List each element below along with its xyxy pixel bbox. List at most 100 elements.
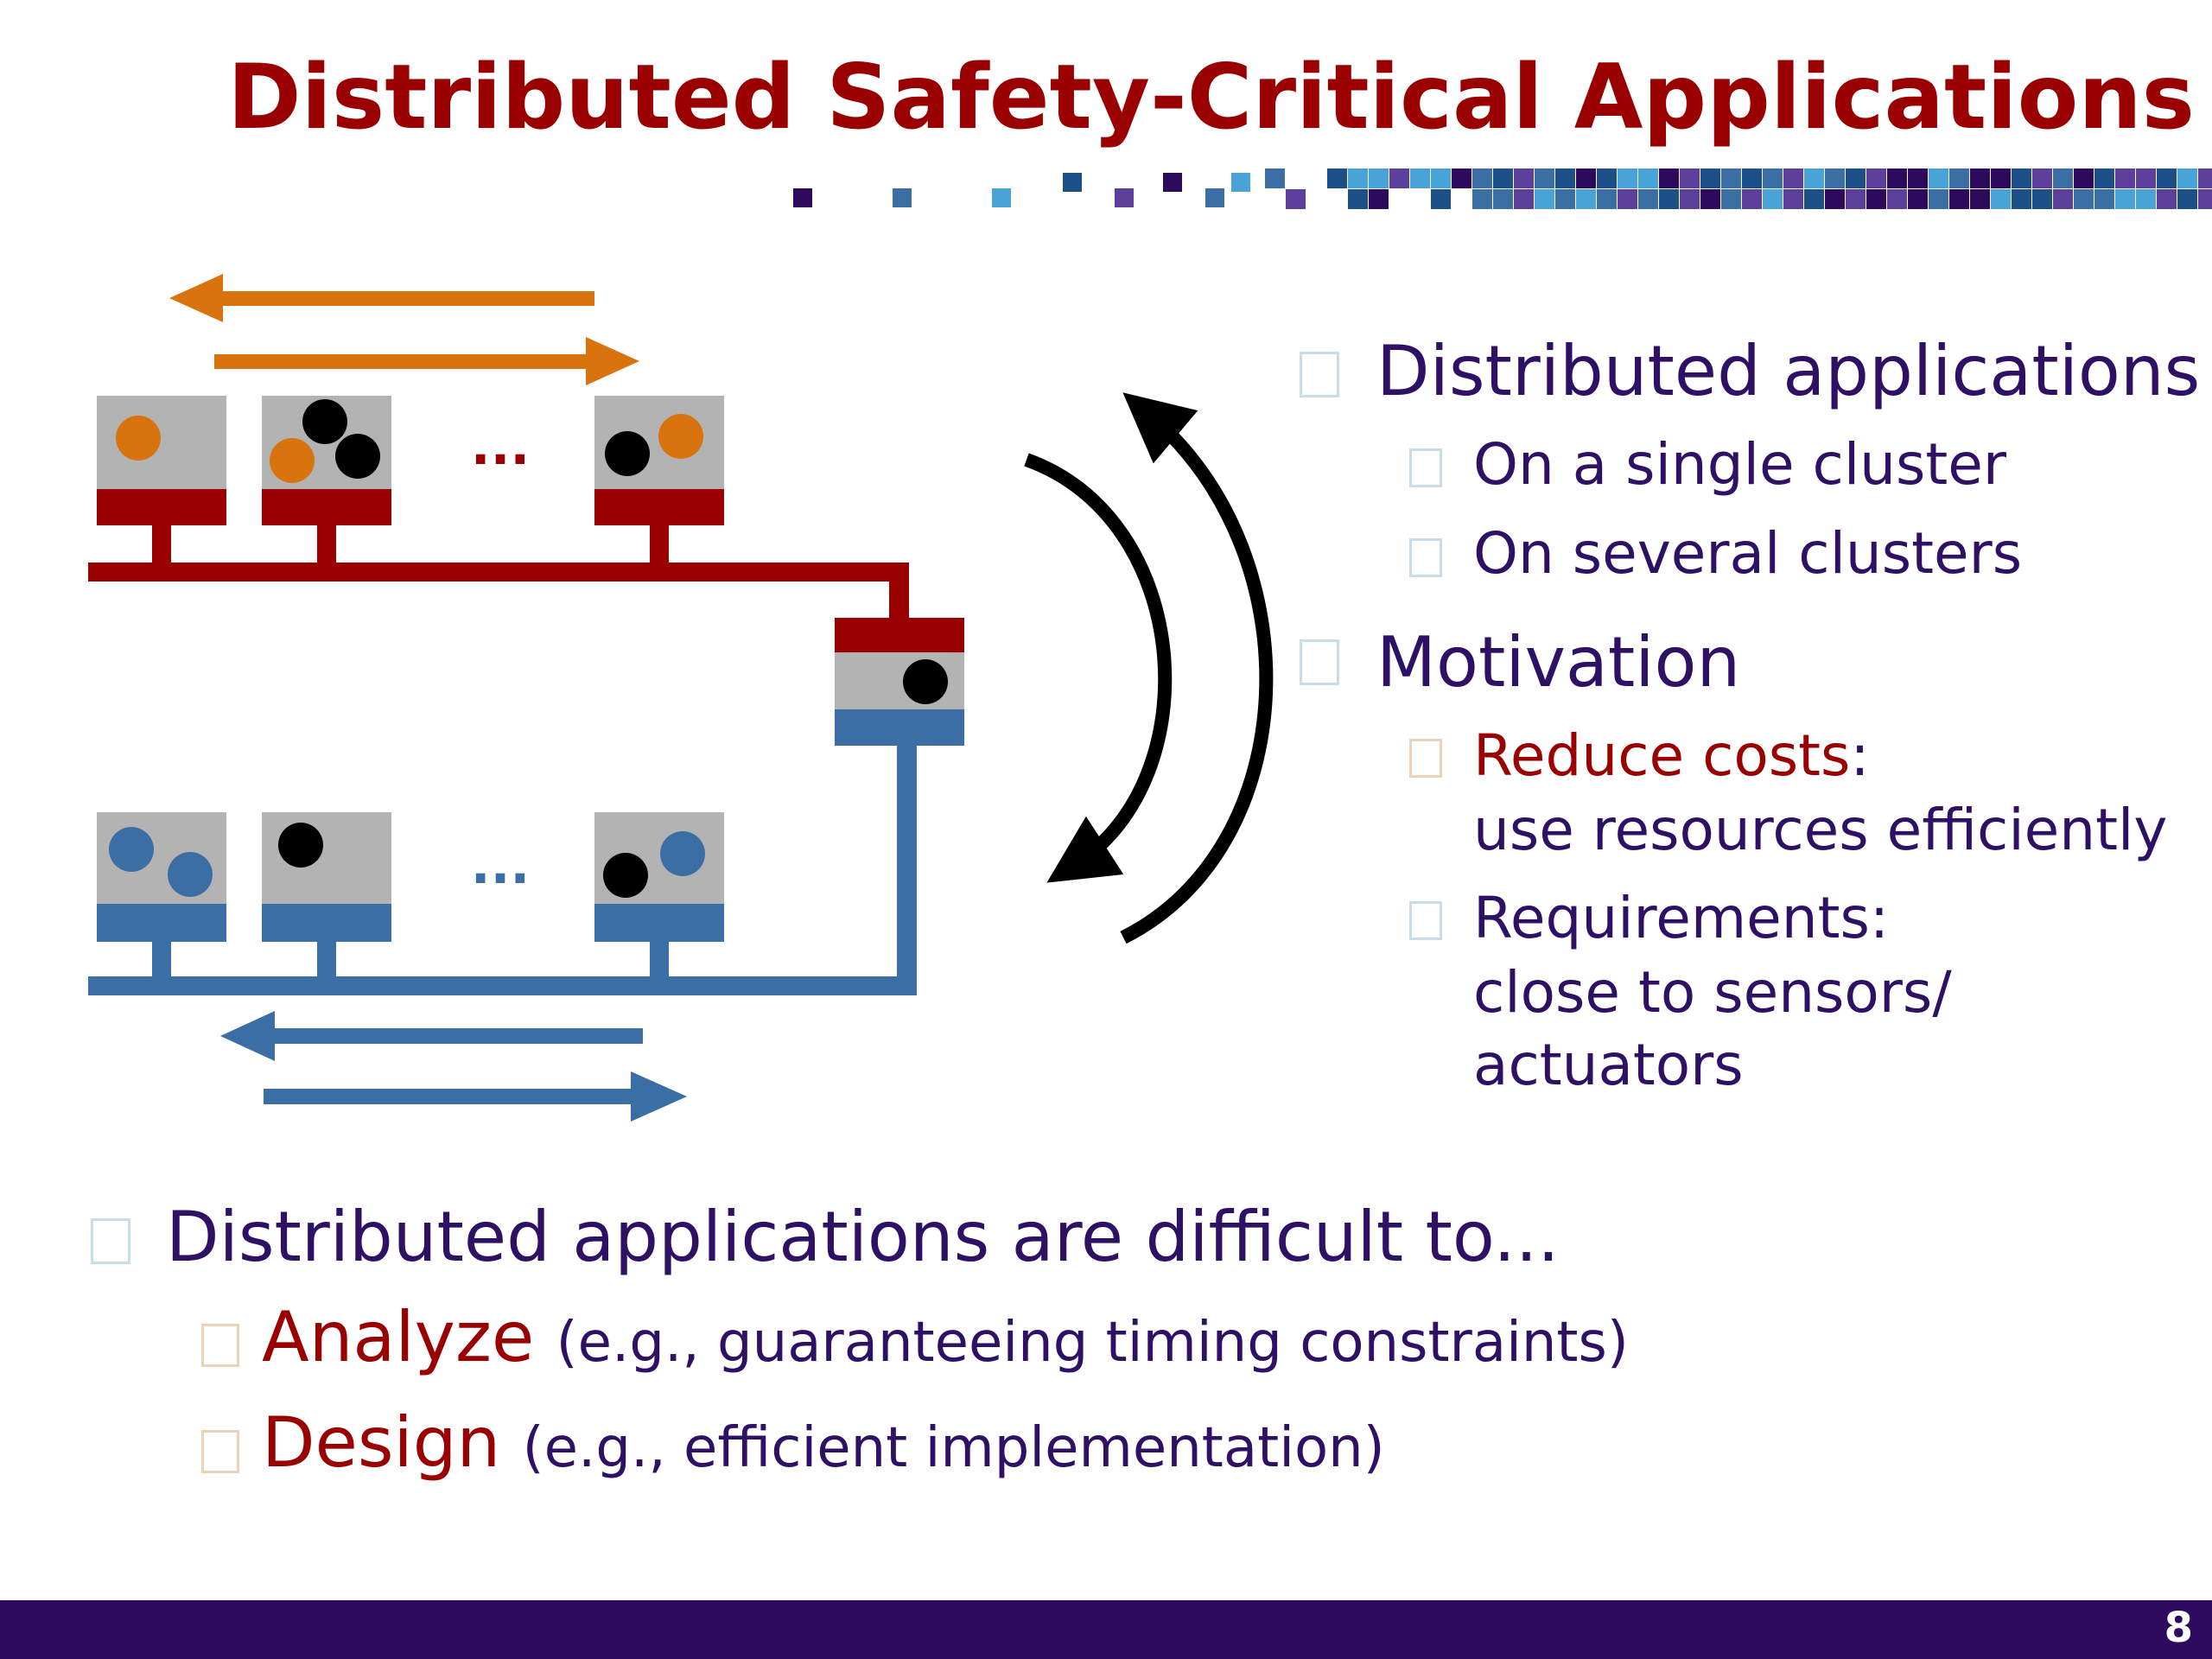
red-cluster-bus bbox=[88, 525, 909, 621]
mosaic-square bbox=[2053, 189, 2073, 209]
upward-curved-arrow bbox=[1120, 392, 1274, 944]
mosaic-square bbox=[1804, 168, 1824, 188]
sub-bullet-single-cluster: On a single cluster bbox=[1473, 431, 2007, 498]
mosaic-square bbox=[1472, 168, 1492, 188]
mosaic-square bbox=[1493, 168, 1513, 188]
bullet-box bbox=[1300, 639, 1339, 685]
analyze-detail: (e.g., guaranteeing timing constraints) bbox=[556, 1311, 1629, 1375]
downward-curved-arrow bbox=[1024, 453, 1173, 883]
mosaic-square bbox=[1410, 168, 1430, 188]
mosaic-square bbox=[2136, 168, 2156, 188]
mosaic-square bbox=[1576, 189, 1596, 209]
analyze-label: Analyze bbox=[262, 1297, 535, 1377]
mosaic-square bbox=[1063, 173, 1082, 192]
curved-arrows bbox=[1024, 392, 1274, 944]
mosaic-square bbox=[1846, 189, 1866, 209]
gateway-node bbox=[835, 618, 964, 746]
mosaic-square bbox=[1742, 189, 1762, 209]
cluster-network-diagram: ... ... bbox=[88, 274, 1274, 1122]
mosaic-square bbox=[793, 188, 812, 207]
mosaic-square bbox=[1949, 189, 1969, 209]
mosaic-square bbox=[1929, 189, 1948, 209]
bullet-motivation: Motivation bbox=[1376, 622, 1741, 702]
mosaic-square bbox=[1597, 168, 1617, 188]
mosaic-square bbox=[2053, 168, 2073, 188]
mosaic-square bbox=[1763, 189, 1783, 209]
mosaic-square bbox=[1638, 168, 1658, 188]
sub-bullet-analyze: Analyze (e.g., guaranteeing timing const… bbox=[262, 1303, 1629, 1372]
reduce-costs-detail: use resources efficiently bbox=[1473, 797, 2168, 863]
red-node-1 bbox=[97, 396, 226, 525]
mosaic-square bbox=[992, 188, 1011, 207]
mosaic-square bbox=[1555, 168, 1575, 188]
bottom-ellipsis: ... bbox=[471, 836, 530, 896]
orange-task bbox=[116, 416, 161, 461]
mosaic-square bbox=[1908, 189, 1928, 209]
design-detail: (e.g., efficient implementation) bbox=[522, 1416, 1385, 1480]
reduce-costs-colon: : bbox=[1850, 722, 1870, 789]
mosaic-square bbox=[1514, 168, 1534, 188]
mosaic-square bbox=[1205, 188, 1224, 207]
mosaic-square bbox=[1680, 189, 1700, 209]
top-traffic-arrows bbox=[169, 274, 639, 385]
bullet-difficult: Distributed applications are difficult t… bbox=[166, 1197, 1560, 1277]
blue-task bbox=[109, 827, 154, 872]
mosaic-square bbox=[2157, 189, 2177, 209]
mosaic-square bbox=[1327, 168, 1347, 188]
mosaic-square bbox=[1700, 189, 1720, 209]
mosaic-square bbox=[1763, 168, 1783, 188]
mosaic-square bbox=[1115, 188, 1134, 207]
mosaic-square bbox=[1825, 168, 1845, 188]
mosaic-square bbox=[1618, 168, 1637, 188]
red-node-3 bbox=[594, 396, 724, 525]
mosaic-square bbox=[2177, 168, 2197, 188]
mosaic-square bbox=[2012, 189, 2031, 209]
mosaic-square bbox=[1597, 189, 1617, 209]
blue-left-arrow bbox=[220, 1011, 643, 1061]
top-ellipsis: ... bbox=[471, 416, 530, 477]
orange-task bbox=[658, 414, 703, 459]
sub-bullet-box bbox=[1409, 538, 1442, 577]
footer-bar bbox=[0, 1600, 2212, 1659]
black-task bbox=[335, 434, 380, 479]
mosaic-square bbox=[1163, 173, 1182, 192]
mosaic-square bbox=[2012, 168, 2031, 188]
black-task bbox=[605, 431, 650, 476]
black-task bbox=[903, 659, 948, 704]
mosaic-square bbox=[1908, 168, 1928, 188]
mosaic-square bbox=[1638, 189, 1658, 209]
black-task bbox=[603, 853, 648, 898]
mosaic-square bbox=[1866, 168, 1886, 188]
mosaic-square bbox=[2094, 189, 2114, 209]
bottom-traffic-arrows bbox=[220, 1011, 687, 1122]
mosaic-square bbox=[1783, 189, 1803, 209]
mosaic-square bbox=[1231, 173, 1250, 192]
mosaic-square bbox=[1348, 189, 1368, 209]
mosaic-square bbox=[1866, 189, 1886, 209]
mosaic-square bbox=[1618, 189, 1637, 209]
mosaic-square bbox=[2177, 189, 2197, 209]
mosaic-square bbox=[1929, 168, 1948, 188]
blue-right-arrow bbox=[264, 1071, 687, 1122]
mosaic-square bbox=[1555, 189, 1575, 209]
black-task bbox=[278, 823, 323, 868]
mosaic-square bbox=[1680, 168, 1700, 188]
mosaic-square bbox=[2032, 189, 2052, 209]
mosaic-square bbox=[1535, 189, 1554, 209]
mosaic-square bbox=[1389, 168, 1409, 188]
sub-bullet-several-clusters: On several clusters bbox=[1473, 520, 2023, 587]
mosaic-square bbox=[893, 188, 912, 207]
mosaic-square bbox=[2074, 168, 2094, 188]
mosaic-square bbox=[2115, 168, 2135, 188]
mosaic-square bbox=[1887, 189, 1907, 209]
blue-task bbox=[660, 831, 705, 876]
red-node-2 bbox=[262, 396, 391, 525]
blue-node-2 bbox=[262, 812, 391, 942]
mosaic-square bbox=[1700, 168, 1720, 188]
mosaic-square bbox=[1846, 168, 1866, 188]
bullet-distributed-applications: Distributed applications bbox=[1376, 331, 2201, 411]
mosaic-square bbox=[1825, 189, 1845, 209]
sub-bullet-box bbox=[201, 1430, 239, 1473]
mosaic-square bbox=[2115, 189, 2135, 209]
mosaic-square bbox=[1659, 168, 1679, 188]
